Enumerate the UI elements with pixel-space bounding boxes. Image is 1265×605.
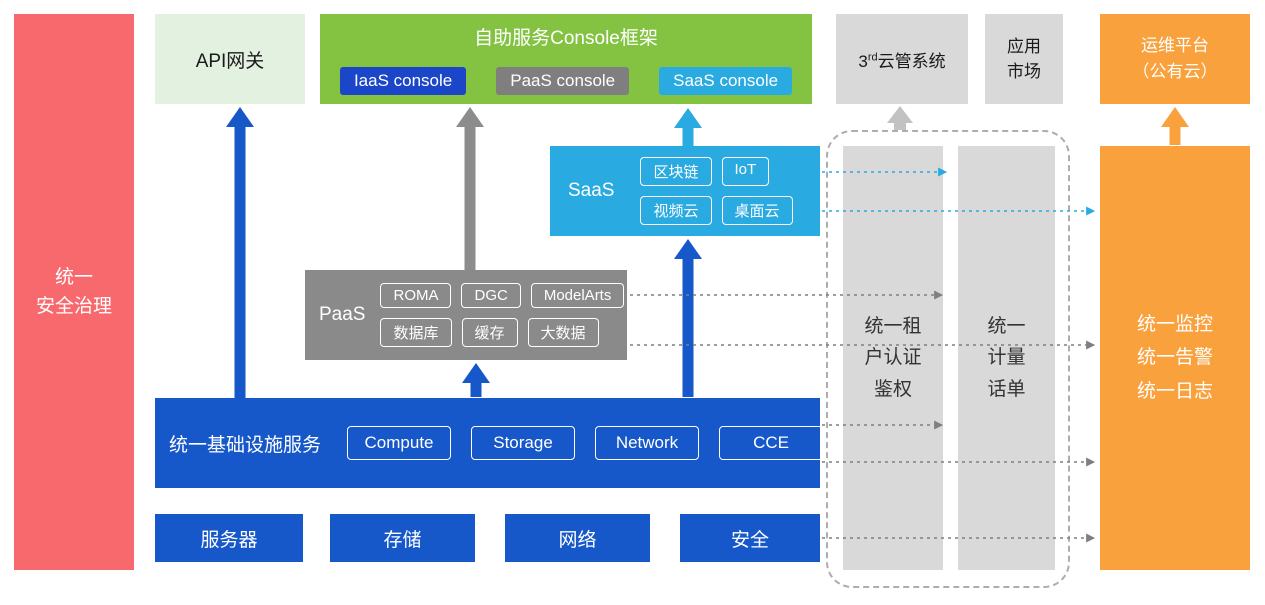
paas-item-modelarts: ModelArts [530, 283, 625, 308]
app-market-label: 应用 市场 [1007, 36, 1041, 82]
paas-item-roma: ROMA [380, 283, 452, 308]
saas-item-desktop-cloud: 桌面云 [721, 196, 793, 225]
arrow-monitor-to-ops-platform [1161, 107, 1189, 145]
paas-items: ROMA DGC ModelArts 数据库 缓存 大数据 [380, 283, 625, 347]
saas-box: SaaS 区块链 IoT 视频云 桌面云 [550, 146, 820, 236]
third-party-cloud-mgmt-box: 3rd云管系统 [836, 14, 968, 104]
resource-server-label: 服务器 [200, 529, 258, 551]
arrow-paas-to-console [456, 107, 484, 270]
saas-items: 区块链 IoT 视频云 桌面云 [640, 157, 793, 225]
paas-label: PaaS [319, 304, 366, 325]
paas-box: PaaS ROMA DGC ModelArts 数据库 缓存 大数据 [305, 270, 627, 360]
saas-console-button: SaaS console [659, 67, 793, 95]
security-governance-label: 统一 安全治理 [35, 266, 112, 317]
resource-storage-box: 存储 [330, 514, 475, 562]
metering-billing-label: 统一 计量 话单 [987, 315, 1026, 400]
resource-security-box: 安全 [680, 514, 820, 562]
paas-item-database: 数据库 [380, 318, 452, 347]
arrow-saas-to-console [674, 108, 702, 146]
security-governance-bar: 统一 安全治理 [14, 14, 134, 570]
paas-item-dgc: DGC [461, 283, 521, 308]
saas-item-iot: IoT [721, 157, 770, 186]
resource-network-label: 网络 [558, 529, 597, 551]
resource-security-label: 安全 [730, 529, 769, 551]
saas-label: SaaS [568, 180, 615, 201]
api-gateway-label: API网关 [195, 50, 265, 72]
ops-platform-box: 运维平台 （公有云） [1100, 14, 1250, 104]
monitor-alarm-log-bar: 统一监控 统一告警 统一日志 [1100, 146, 1250, 570]
tenant-auth-bar: 统一租 户认证 鉴权 [843, 146, 943, 570]
arrow-iaas-to-api-gateway [226, 107, 254, 398]
tenant-auth-label: 统一租 户认证 鉴权 [864, 315, 922, 400]
iaas-box: 统一基础设施服务 Compute Storage Network CCE [155, 398, 824, 488]
arrow-iaas-to-paas [462, 363, 490, 397]
saas-item-video-cloud: 视频云 [640, 196, 712, 225]
paas-console-button: PaaS console [496, 67, 630, 95]
metering-billing-bar: 统一 计量 话单 [958, 146, 1055, 570]
third-party-cloud-mgmt-label: 3rd云管系统 [858, 50, 946, 71]
iaas-item-network: Network [595, 426, 700, 460]
paas-item-cache: 缓存 [461, 318, 518, 347]
console-framework-box: 自助服务Console框架 IaaS console PaaS console … [320, 14, 812, 104]
console-framework-title: 自助服务Console框架 [474, 28, 658, 49]
console-button-row: IaaS console PaaS console SaaS console [339, 67, 793, 95]
paas-items-row-1: ROMA DGC ModelArts [380, 283, 625, 308]
api-gateway-box: API网关 [155, 14, 305, 104]
app-market-box: 应用 市场 [985, 14, 1063, 104]
paas-items-row-2: 数据库 缓存 大数据 [380, 318, 624, 347]
resource-network-box: 网络 [505, 514, 650, 562]
resource-storage-label: 存储 [383, 529, 422, 551]
iaas-label: 统一基础设施服务 [169, 434, 322, 456]
arrow-iaas-to-saas [674, 239, 702, 397]
iaas-items: Compute Storage Network CCE [347, 426, 824, 460]
paas-item-bigdata: 大数据 [527, 318, 599, 347]
saas-items-row-2: 视频云 桌面云 [640, 196, 793, 225]
arrow-panel-to-third-party [887, 106, 913, 130]
monitor-alarm-log-label: 统一监控 统一告警 统一日志 [1136, 314, 1213, 402]
saas-item-blockchain: 区块链 [640, 157, 712, 186]
iaas-item-compute: Compute [347, 426, 452, 460]
auth-billing-dashed-panel [826, 130, 1070, 588]
iaas-item-storage: Storage [471, 426, 576, 460]
saas-items-row-1: 区块链 IoT [640, 157, 792, 186]
iaas-item-cce: CCE [719, 426, 824, 460]
ops-platform-label: 运维平台 （公有云） [1132, 35, 1218, 81]
resource-server-box: 服务器 [155, 514, 303, 562]
iaas-console-button: IaaS console [339, 67, 467, 95]
